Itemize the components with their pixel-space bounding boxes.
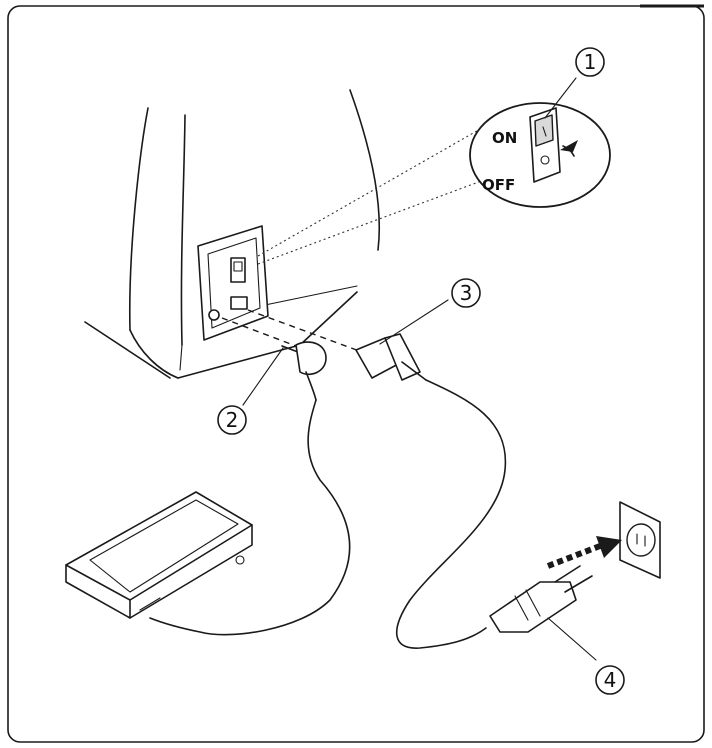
foot-controller-cord	[149, 399, 351, 636]
switch-magnifier: ON OFF	[257, 102, 611, 265]
switch-on-label: ON	[492, 129, 517, 147]
callout-3: 3	[451, 278, 481, 308]
controller-plug-path	[221, 317, 297, 347]
power-cord-path	[247, 309, 363, 353]
callout-4-number: 4	[604, 668, 617, 692]
leader-4	[547, 617, 597, 661]
callout-4: 4	[595, 665, 625, 695]
power-cord	[396, 379, 507, 649]
wall-outlet	[619, 501, 661, 579]
power-socket	[230, 296, 248, 310]
insert-arrow-icon	[546, 536, 622, 569]
wall-plug	[489, 565, 593, 633]
foot-controller	[65, 491, 253, 619]
leader-3	[379, 299, 449, 345]
controller-jack	[208, 309, 220, 321]
callout-3-number: 3	[460, 281, 473, 305]
callout-2: 2	[217, 405, 247, 435]
callout-1: 1	[575, 47, 605, 77]
leader-1	[544, 77, 577, 119]
switch-off-label: OFF	[482, 176, 515, 194]
leader-2	[242, 347, 284, 406]
foot-controller-plug	[281, 341, 327, 401]
sewing-machine	[84, 89, 381, 379]
diagram-frame	[7, 5, 705, 743]
machine-power-connector	[355, 333, 427, 381]
callout-1-number: 1	[584, 50, 597, 74]
callout-2-number: 2	[226, 408, 239, 432]
